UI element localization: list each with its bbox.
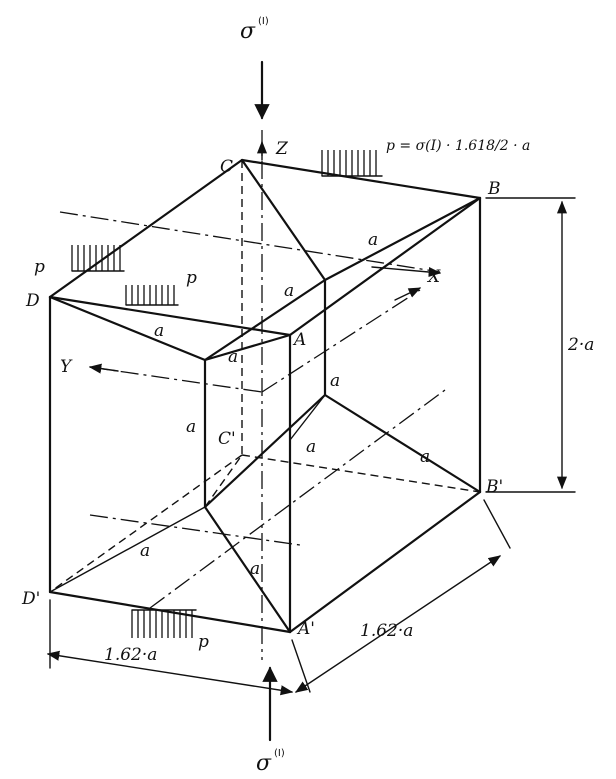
vertex-label-D: D: [25, 291, 40, 311]
x-direction-arrow: [371, 266, 442, 278]
edge-C-D: [48, 158, 244, 299]
edge-label-a: a: [186, 417, 196, 437]
edge-label-a: a: [306, 437, 316, 457]
edge-C-B: [240, 158, 482, 200]
edge-label-a: a: [330, 371, 340, 391]
load-top-right: [321, 150, 383, 177]
load-bottom: [131, 609, 197, 638]
inner-edge-D-top: [48, 295, 207, 362]
vertex-label-C: C: [220, 157, 233, 177]
inner-edge-B-top: [323, 196, 482, 282]
dimension-height: [485, 197, 576, 493]
stress-bottom-symbol: σ: [256, 751, 272, 776]
axis-lines: [59, 130, 446, 660]
y-axis-arrow: [88, 363, 119, 374]
edge-label-a: a: [228, 347, 238, 367]
depth-extension-right: [483, 499, 511, 549]
hatch-left: [71, 245, 121, 271]
axis-label-z: Z: [275, 139, 289, 159]
vertex-label-B-prime: B': [485, 477, 503, 497]
axis-arrows: [88, 140, 442, 374]
inner-edge-B-bottom: [323, 393, 482, 494]
x-axis-line: [261, 289, 421, 393]
edge-D-A: [48, 295, 292, 337]
inner-edge-Dp: [49, 506, 206, 593]
inner-edge-A-top: [203, 333, 292, 362]
x-axis-arrow: [394, 287, 422, 301]
load-left: [71, 245, 125, 272]
axis-label-y: Y: [60, 357, 73, 377]
guide-line-top: [59, 211, 441, 273]
vertex-label-B: B: [487, 179, 501, 199]
box-edges: [48, 158, 482, 634]
guide-line-bottom: [89, 514, 301, 546]
load-label-left: p: [34, 257, 45, 277]
hatch-bottom: [131, 610, 193, 638]
stress-bottom-superscript: (I): [274, 748, 285, 759]
edge-label-a: a: [284, 281, 294, 301]
inner-edge-mid: [289, 394, 326, 441]
y-axis-line: [89, 366, 263, 393]
stress-top-superscript: (I): [258, 16, 269, 27]
width-dimension-line: [46, 650, 294, 696]
hatch-front: [125, 285, 175, 305]
inner-edge-C: [240, 158, 327, 282]
edge-label-a: a: [250, 559, 260, 579]
dimension-depth: [291, 499, 511, 693]
inner-octahedron: [48, 158, 482, 634]
load-formula: p = σ(I) · 1.618/2 · a: [386, 138, 530, 154]
edge-label-a: a: [154, 321, 164, 341]
edge-Dp-Ap: [48, 590, 292, 634]
axis-label-x: X: [426, 267, 441, 287]
load-label-bottom: p: [198, 632, 209, 652]
edge-label-a: a: [368, 230, 378, 250]
edge-Cp-Bp-hidden: [241, 454, 481, 493]
edge-label-a: a: [420, 447, 430, 467]
edge-B-A: [288, 196, 482, 337]
inner-edge-Cp-hidden: [204, 454, 243, 508]
edge-label-a: a: [140, 541, 150, 561]
vertex-label-C-prime: C': [218, 429, 236, 449]
stress-top-symbol: σ: [240, 19, 256, 44]
hatch-top-right: [321, 150, 377, 176]
inner-edge-Ap: [203, 505, 292, 634]
edge-Ap-Bp: [288, 490, 482, 634]
dimension-label-width: 1.62·a: [104, 645, 157, 665]
dimension-label-height: 2·a: [567, 335, 594, 355]
load-label-front: p: [186, 268, 197, 288]
dimension-width: [46, 599, 294, 696]
vertex-label-A-prime: A': [296, 619, 315, 639]
edge-labels: a a a a a a a a a a: [140, 230, 430, 579]
load-front: [125, 285, 179, 306]
depth-dimension-line: [294, 555, 502, 693]
inner-quadrilateral: [203, 278, 327, 509]
vertex-label-A: A: [292, 330, 306, 350]
vertex-label-D-prime: D': [21, 589, 40, 609]
dimension-label-depth: 1.62·a: [360, 621, 413, 641]
